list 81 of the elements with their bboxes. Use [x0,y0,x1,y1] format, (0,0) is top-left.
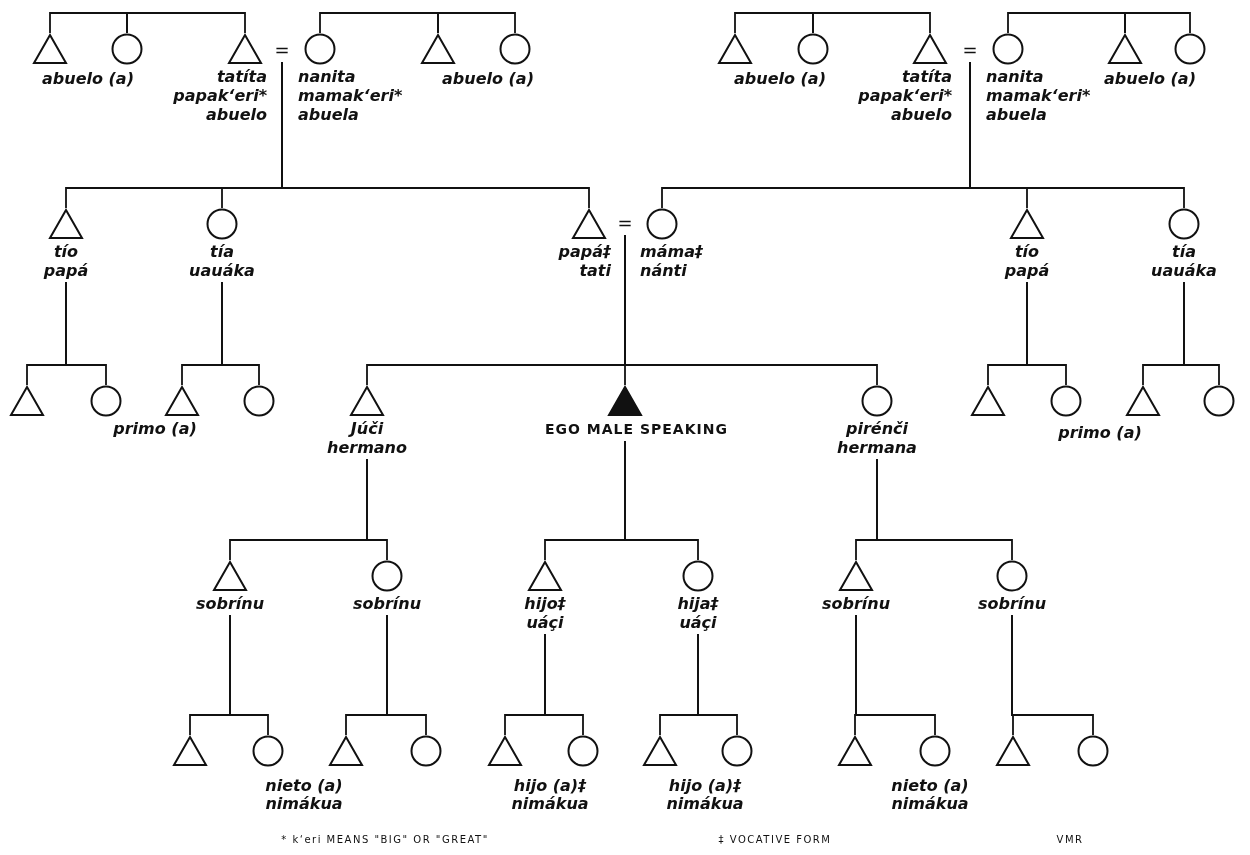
footnote: ‡ VOCATIVE FORM [718,834,832,846]
kinship-term: papá [43,262,89,279]
descent-line [969,61,1185,209]
descent-line [624,234,878,386]
kinship-term: hermana [837,439,917,456]
kinship-term: sobrínu [195,595,265,612]
kinship-term: tía [1172,243,1196,260]
descent-line [366,458,388,561]
kinship-term: nánti [640,262,687,279]
kinship-term: mamak‘eri* [986,87,1091,104]
kinship-term: pirénči [845,420,908,437]
kinship-term: uáçi [526,614,564,631]
descent-line [544,633,584,736]
kinship-term: hijo‡ [524,595,566,612]
kinship-term: sobrínu [977,595,1047,612]
kinship-term: abuela [298,106,359,123]
kinship-term: abuelo (a) [734,70,826,87]
kinship-term: tatíta [216,68,267,85]
sibling-line [437,12,516,34]
descent-line [65,281,107,386]
sibling-line [49,12,128,34]
kinship-term: tía [210,243,234,260]
descent-line [1011,614,1094,736]
kinship-term: papá‡ [558,243,611,260]
kinship-term: abuela [986,106,1047,123]
descent-line [229,614,269,736]
kinship-term: nimákua [891,795,969,812]
marriage-sign: = [617,214,633,232]
kinship-term: nimákua [511,795,589,812]
descent-line [697,633,738,736]
kinship-term: papak‘eri* [173,87,267,104]
kinship-term: papak‘eri* [858,87,952,104]
descent-line [221,281,260,386]
descent-line [1026,281,1067,386]
kinship-term: uáçi [679,614,717,631]
kinship-term: tío [1014,243,1040,260]
kinship-term: mamak‘eri* [298,87,403,104]
kinship-term: Júči [350,420,384,437]
marriage-sign: = [274,41,290,59]
descent-line [386,614,427,736]
kinship-term: hija‡ [677,595,719,612]
kinship-term: uauáka [1151,262,1217,279]
marriage-sign: = [962,41,978,59]
descent-line [876,458,1013,561]
sibling-line [319,12,439,34]
kinship-term: papá [1004,262,1050,279]
kinship-term: uauáka [189,262,255,279]
sibling-line [812,12,931,34]
kinship-term: tatíta [901,68,952,85]
kinship-term: nanita [298,68,356,85]
initials: VMR [1056,834,1084,846]
kinship-term: abuelo [891,106,952,123]
kinship-term: hijo (a)‡ [513,777,587,794]
kinship-term: nanita [986,68,1044,85]
kinship-term: sobrínu [352,595,422,612]
kinship-term: nimákua [265,795,343,812]
kinship-term: nimákua [666,795,744,812]
descent-line [1183,281,1220,386]
sibling-line [734,12,814,34]
descent-line [281,61,590,209]
kinship-term: primo (a) [113,420,197,437]
descent-line [855,614,936,736]
kinship-term: abuelo (a) [442,70,534,87]
kinship-term: hijo (a)‡ [668,777,742,794]
kinship-term: abuelo [206,106,267,123]
kinship-term: tío [53,243,79,260]
sibling-line [1007,12,1126,34]
sibling-line [126,12,246,34]
ego-label: EGO MALE SPEAKING [545,421,728,438]
kinship-term: nieto (a) [891,777,969,794]
kinship-term: tati [579,262,611,279]
footnote: * k‘eri MEANS "BIG" OR "GREAT" [281,834,489,846]
descent-line [624,440,699,561]
sibling-line [1124,12,1191,34]
kinship-term: nieto (a) [265,777,343,794]
kinship-term: abuelo (a) [42,70,134,87]
kinship-term: primo (a) [1058,424,1142,441]
kinship-term: máma‡ [640,243,703,260]
kinship-term: abuelo (a) [1104,70,1196,87]
kinship-term: sobrínu [821,595,891,612]
kinship-term: hermano [327,439,407,456]
